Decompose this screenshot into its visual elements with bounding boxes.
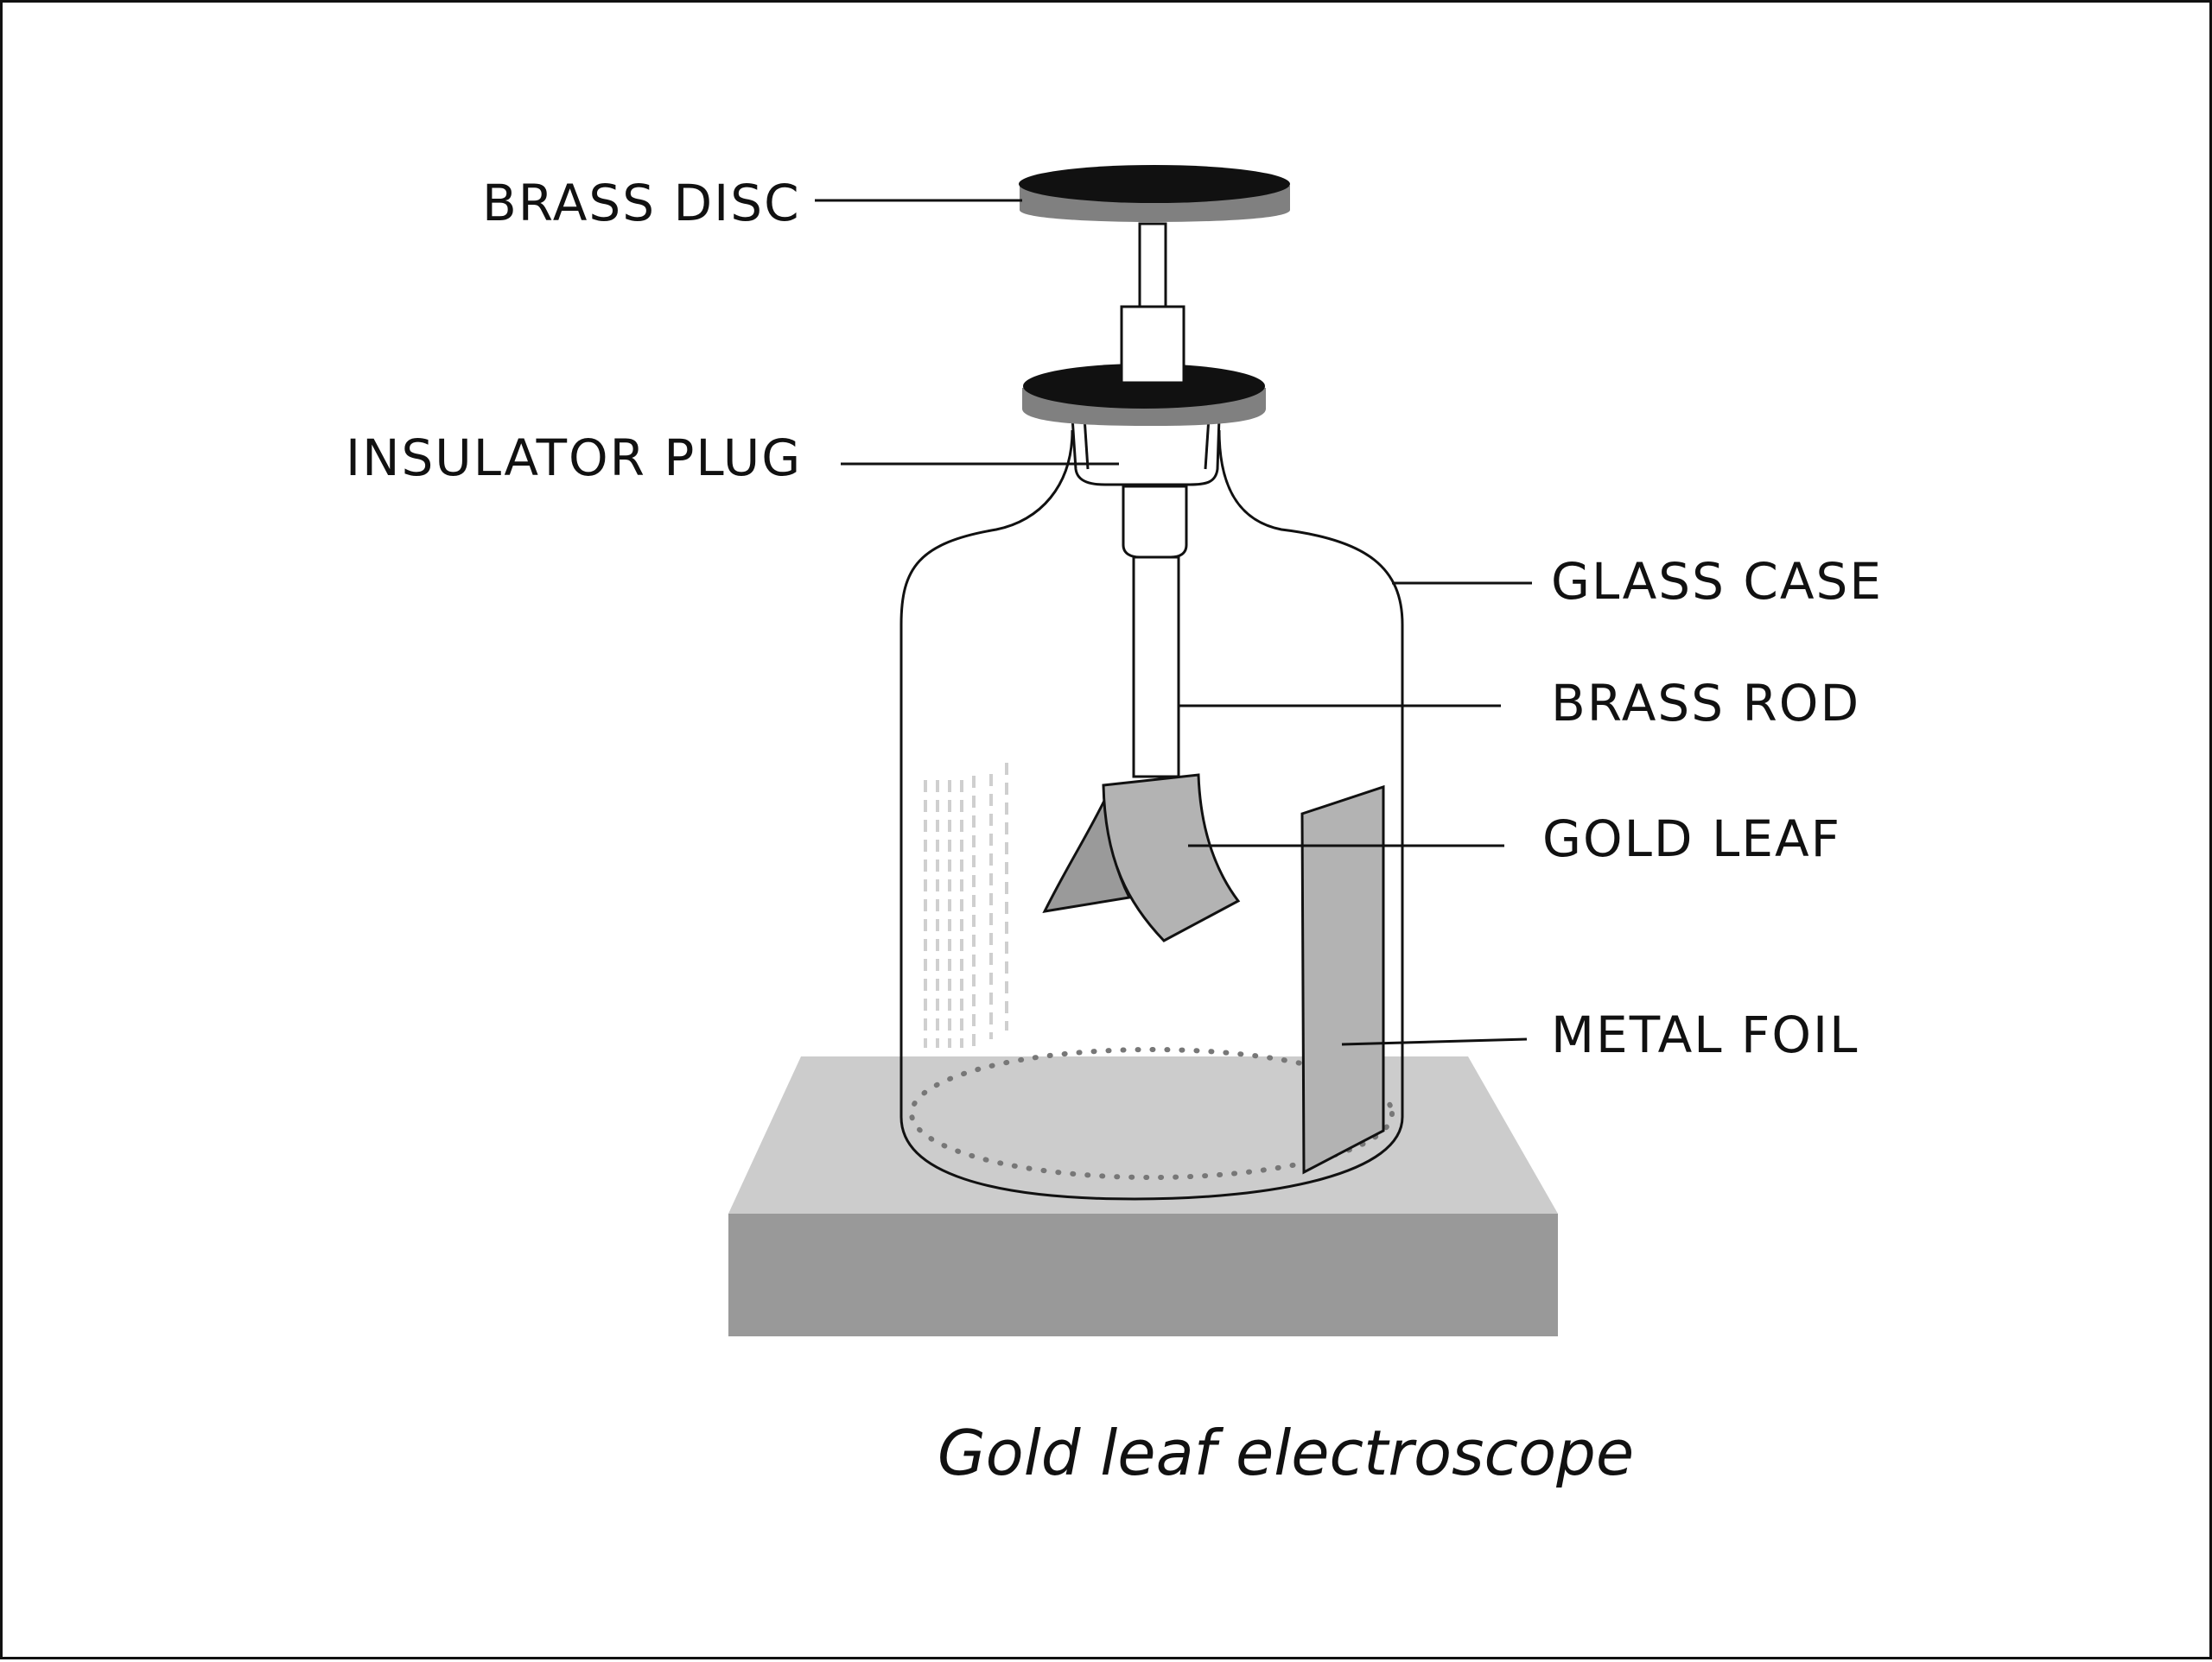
leader-metal-foil xyxy=(1341,1037,1528,1046)
glass-case xyxy=(899,429,1404,1201)
label-glass-case: GLASS CASE xyxy=(1551,552,1883,611)
label-metal-foil: METAL FOIL xyxy=(1551,1005,1859,1064)
glass-reflection xyxy=(924,763,1008,1048)
label-brass-rod: BRASS ROD xyxy=(1551,674,1860,733)
insulator-plug xyxy=(1071,416,1221,486)
label-insulator-plug: INSULATOR PLUG xyxy=(346,428,802,487)
base-front xyxy=(728,1214,1558,1336)
brass-disc-top xyxy=(1019,165,1290,203)
label-gold-leaf: GOLD LEAF xyxy=(1542,809,1841,868)
gold-leaf-front xyxy=(1102,773,1241,942)
diagram-caption: Gold leaf electroscope xyxy=(938,1417,1634,1489)
upper-stem xyxy=(1138,222,1167,312)
plug-disc-top xyxy=(1023,364,1265,409)
base-ring-dotted xyxy=(909,1047,1395,1180)
metal-foil xyxy=(1300,784,1385,1175)
base-top xyxy=(728,1056,1558,1214)
label-brass-disc: BRASS DISC xyxy=(482,174,801,232)
rod-collar xyxy=(1122,485,1188,559)
brass-rod xyxy=(1132,555,1180,778)
rod-connector xyxy=(1120,305,1185,384)
electroscope-diagram: BRASS DISC INSULATOR PLUG GLASS CASE BRA… xyxy=(346,165,1883,1489)
